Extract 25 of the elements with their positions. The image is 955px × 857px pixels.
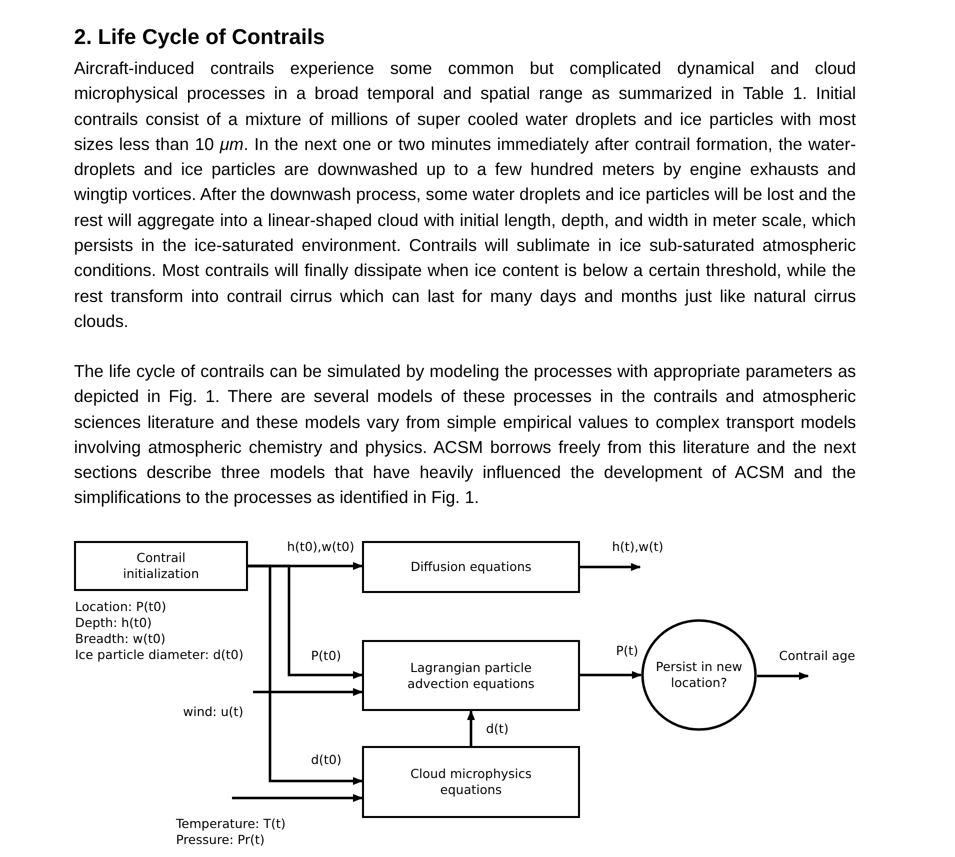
arrow — [467, 710, 475, 746]
process-box: Lagrangian particle advection equations — [362, 640, 580, 711]
decision-circle: Persist in new location? — [641, 619, 757, 731]
edge-label: P(t0) — [311, 648, 342, 664]
arrow — [248, 564, 363, 785]
input-label: Temperature: T(t) Pressure: Pr(t) — [176, 798, 300, 848]
section-heading: 2. Life Cycle of Contrails — [74, 25, 325, 50]
edge-label: P(t) — [616, 643, 638, 659]
edge-label: Contrail age — [779, 648, 856, 664]
annotation-text: Location: P(t0) Depth: h(t0) Breadth: w(t0) Ice particle diameter: d(t0) — [75, 599, 244, 663]
edge-label: d(t0) — [311, 752, 342, 768]
input-label: wind: u(t) — [183, 686, 253, 720]
edge-label: h(t0),w(t0) — [287, 539, 354, 555]
arrow — [253, 688, 363, 696]
arrow — [580, 671, 642, 679]
arrow — [232, 794, 363, 802]
arrow — [580, 563, 641, 571]
paragraph: The life cycle of contrails can be simulated by modeling the processes with appropriate parameters as depicted in Fig. 1. There are several models of these processes in the contrails and atmospheric sciences literature and these models vary from simple empirical values to complex transport models involving atmospheric chemistry and physics. ACSM borrows freely from this literature and the next sections describe three models that have heavily influenced the development of ACSM and the simplifications to the processes as identified in Fig. 1. — [74, 360, 856, 510]
process-box: Cloud microphysics equations — [362, 746, 580, 818]
edge-label: d(t) — [486, 721, 509, 737]
paragraph: Aircraft-induced contrails experience some common but complicated dynamical and cloud microphysical processes in a broad temporal and spatial range as summarized in Table 1. Initial contrails consist of a mixture of millions of super cooled water droplets and ice particles with most sizes less than 10 μm. In the next one or two minutes immediately after contrail formation, the water-droplets and ice particles are downwashed up to a few hundred meters by engine exhausts and wingtip vortices. After the downwash process, some water droplets and ice particles will be lost and the rest will aggregate into a linear-shaped cloud with initial length, depth, and width in meter scale, which persists in the ice-saturated environment. Contrails will sublimate in ice sub-saturated atmospheric conditions. Most contrails will finally dissipate when ice content is below a certain threshold, while the rest transform into contrail cirrus which can last for many days and months just like natural cirrus clouds. — [74, 57, 856, 333]
edge-label: h(t),w(t) — [612, 539, 664, 555]
process-box: Contrail initialization — [74, 541, 248, 591]
arrow — [757, 672, 809, 680]
process-box: Diffusion equations — [362, 541, 580, 593]
